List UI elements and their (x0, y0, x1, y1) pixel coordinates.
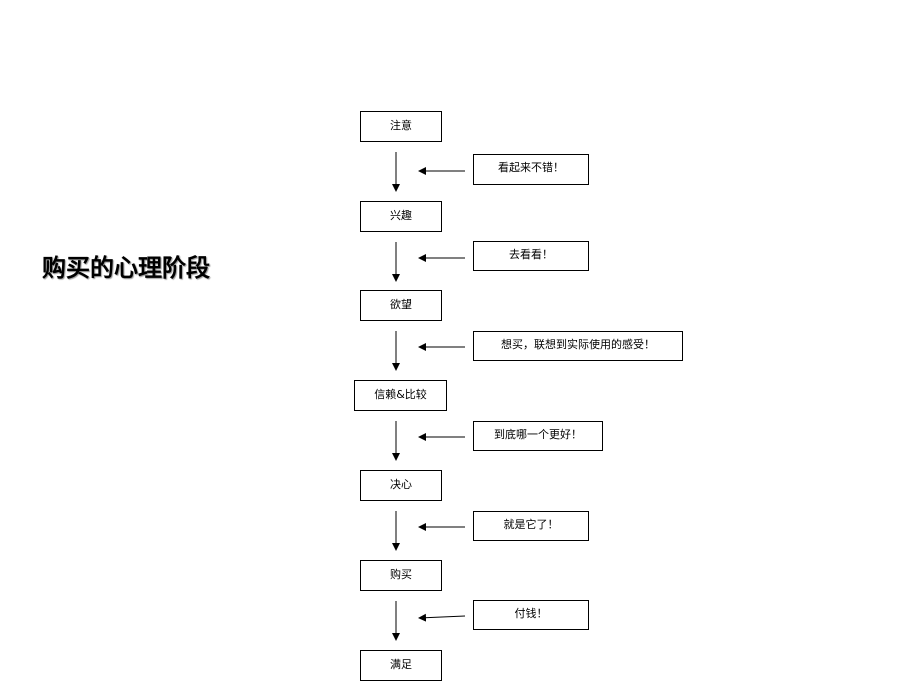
note-this-one: 就是它了！ (473, 511, 589, 541)
stage-satisfaction: 满足 (360, 650, 442, 681)
stage-purchase: 购买 (360, 560, 442, 591)
note-pay: 付钱！ (473, 600, 589, 630)
note-want-to-buy: 想买，联想到实际使用的感受！ (473, 331, 683, 361)
note-go-look: 去看看！ (473, 241, 589, 271)
stage-attention: 注意 (360, 111, 442, 142)
stage-desire: 欲望 (360, 290, 442, 321)
note-which-better: 到底哪一个更好！ (473, 421, 603, 451)
note-looks-good: 看起来不错！ (473, 154, 589, 185)
stage-trust-compare: 信赖&比较 (354, 380, 447, 411)
stage-interest: 兴趣 (360, 201, 442, 232)
stage-decision: 决心 (360, 470, 442, 501)
page-title: 购买的心理阶段 (42, 254, 210, 282)
note-arrow-6 (418, 613, 466, 622)
